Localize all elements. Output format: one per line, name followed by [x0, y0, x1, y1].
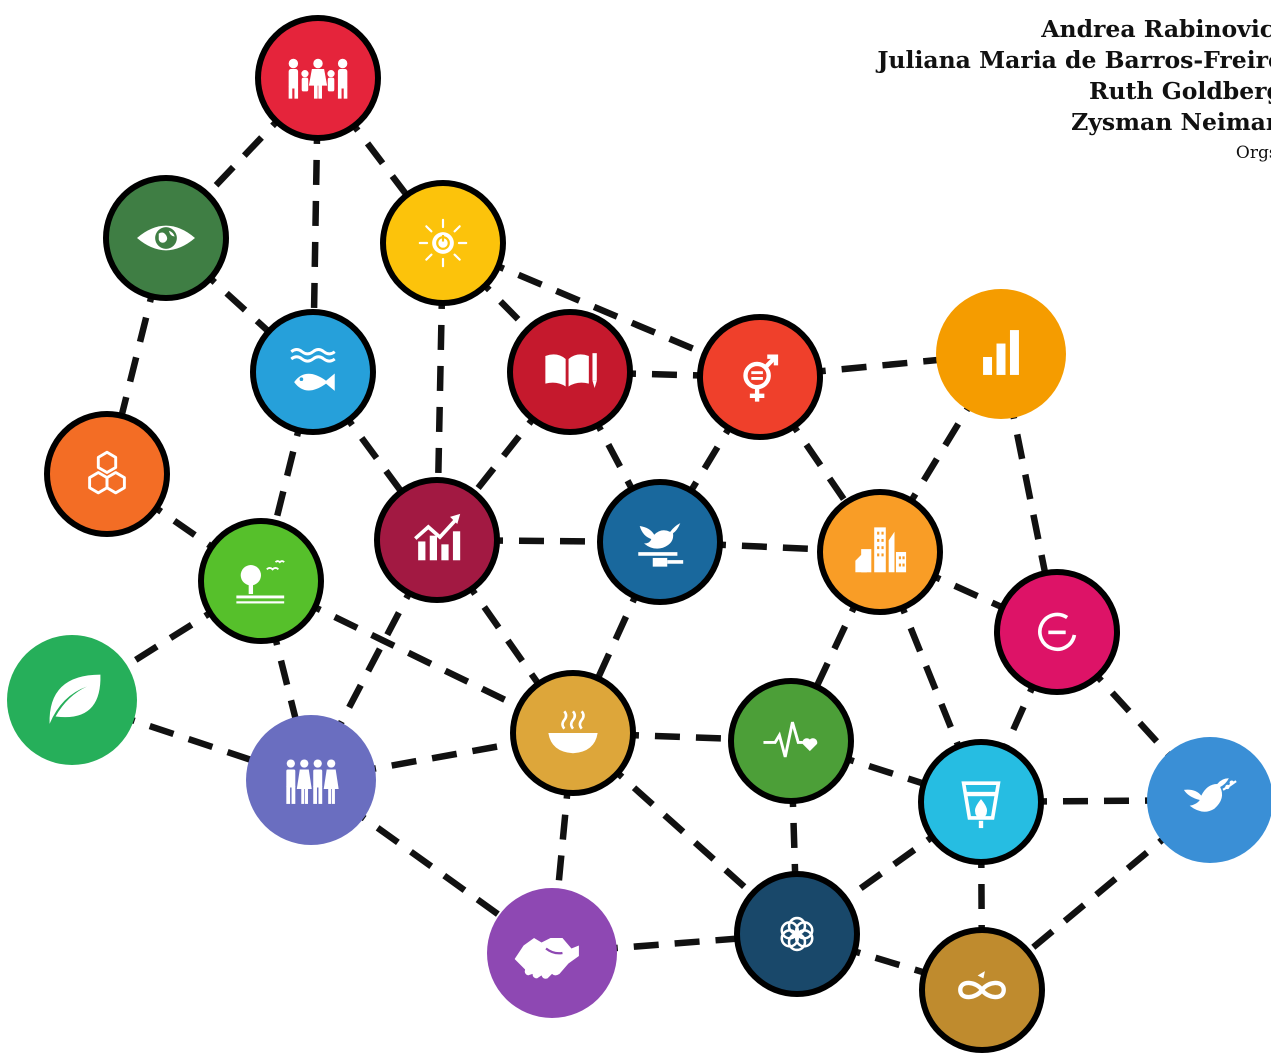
goal-node-industry-innovation: [44, 411, 170, 537]
goal-node-responsible-consumption: [994, 569, 1120, 695]
credits-block: Andrea Rabinovici Juliana Maria de Barro…: [700, 14, 1271, 168]
goal-node-sustainable-cities: [817, 489, 943, 615]
goal-node-gender-equality: [697, 314, 823, 440]
author-name: Andrea Rabinovici: [1041, 15, 1271, 43]
goal-node-circle: [728, 678, 854, 804]
goal-node-reduced-inequalities: [255, 15, 381, 141]
sun-power-icon: [418, 218, 468, 268]
edge-industry-innovation-to-life-on-land: [105, 471, 263, 584]
goal-node-circle: [374, 477, 500, 603]
goal-node-responsible-production: [919, 927, 1045, 1053]
goal-node-global-goals: [734, 871, 860, 997]
editors-role-label: Orgs.: [1235, 143, 1271, 163]
edge-affordable-energy-to-quality-education: [440, 240, 573, 375]
edge-gender-equality-to-peace-justice: [657, 375, 763, 544]
goal-node-reduced-inequalities-bars: [936, 289, 1066, 419]
edge-responsible-consumption-to-clean-water: [978, 630, 1060, 804]
goal-node-peace-dove: [1147, 737, 1271, 863]
goal-node-zero-hunger: [510, 670, 636, 796]
goal-node-affordable-energy: [380, 180, 506, 306]
author-name: Ruth Goldberg: [1088, 77, 1271, 105]
edge-quality-education-to-gender-equality: [569, 368, 761, 381]
author-name: Zysman Neiman: [1071, 108, 1271, 136]
goal-node-life-below-water-eye: [103, 175, 229, 301]
edge-quality-education-to-peace-justice: [567, 370, 663, 544]
nodes-layer: [7, 15, 1271, 1053]
goal-node-circle: [44, 411, 170, 537]
goal-node-partnerships: [487, 888, 617, 1018]
goal-node-decent-work: [374, 477, 500, 603]
goal-node-clean-water: [918, 739, 1044, 865]
goal-node-life-below-water: [250, 309, 376, 435]
goal-node-life-on-land: [198, 518, 324, 644]
edge-clean-water-to-responsible-production: [977, 801, 986, 991]
goal-node-circle: [246, 715, 376, 845]
edge-sustainable-cities-to-responsible-consumption: [878, 549, 1059, 635]
goal-node-circle: [198, 518, 324, 644]
edge-good-health-to-global-goals: [787, 740, 801, 935]
goal-node-peace-justice: [597, 479, 723, 605]
goal-node-people-group: [246, 715, 376, 845]
goal-node-circle: [250, 309, 376, 435]
author-name: Juliana Maria de Barros-Freire: [877, 46, 1271, 74]
goal-node-quality-education: [507, 309, 633, 435]
goal-node-good-health: [728, 678, 854, 804]
goal-node-climate-leaf: [7, 635, 137, 765]
goal-node-circle: [510, 670, 636, 796]
edge-global-goals-to-responsible-production: [796, 930, 983, 994]
